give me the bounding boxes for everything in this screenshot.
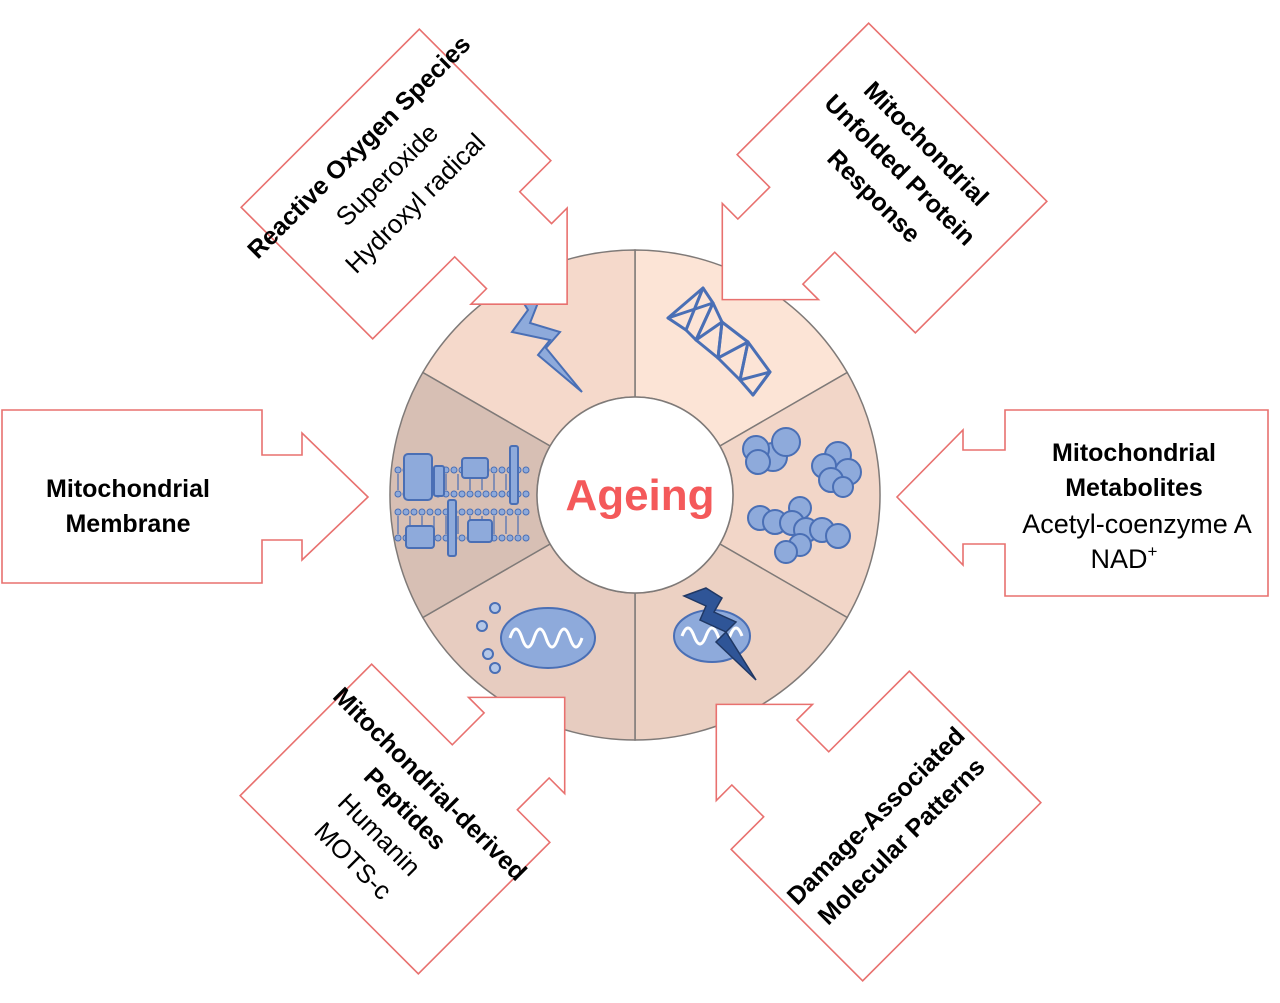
ros-box: Reactive Oxygen Species Superoxide Hydro… (240, 28, 568, 340)
upr-box: Mitochondrial Unfolded Protein Response (721, 22, 1048, 334)
metabolites-item-acetyl-coa: Acetyl-coenzyme A (1022, 509, 1252, 539)
molecule-cluster-icon (742, 427, 862, 564)
nad-superscript: + (1148, 542, 1158, 561)
ros-arrow (240, 28, 568, 340)
center-ageing-label: Ageing (565, 471, 714, 520)
peptides-box: Mitochondrial-derived Peptides Humanin M… (239, 663, 566, 975)
protein-helix-icon (666, 286, 772, 397)
damps-arrow (715, 670, 1042, 982)
lightning-bolt-icon (510, 288, 583, 393)
damaged-mitochondrion-icon (673, 587, 757, 681)
metabolites-title-line-2: Metabolites (1065, 474, 1203, 502)
membrane-arrow (1, 409, 370, 584)
membrane-proteins-icon (394, 445, 530, 557)
membrane-title-line-2: Membrane (65, 510, 190, 538)
nad-label: NAD (1091, 544, 1148, 574)
metabolites-item-nad: NAD+ (1091, 542, 1158, 574)
mitochondrion-peptides-icon (476, 602, 596, 674)
metabolites-box: Mitochondrial Metabolites Acetyl-coenzym… (895, 409, 1269, 597)
upr-arrow (721, 22, 1048, 334)
center-circle (536, 396, 734, 594)
membrane-box: Mitochondrial Membrane (1, 409, 370, 584)
membrane-title-line-1: Mitochondrial (46, 475, 210, 503)
metabolites-arrow (895, 409, 1269, 597)
damps-box: Damage-Associated Molecular Patterns (715, 670, 1042, 982)
metabolites-title-line-1: Mitochondrial (1052, 439, 1216, 467)
peptides-arrow (239, 663, 566, 975)
